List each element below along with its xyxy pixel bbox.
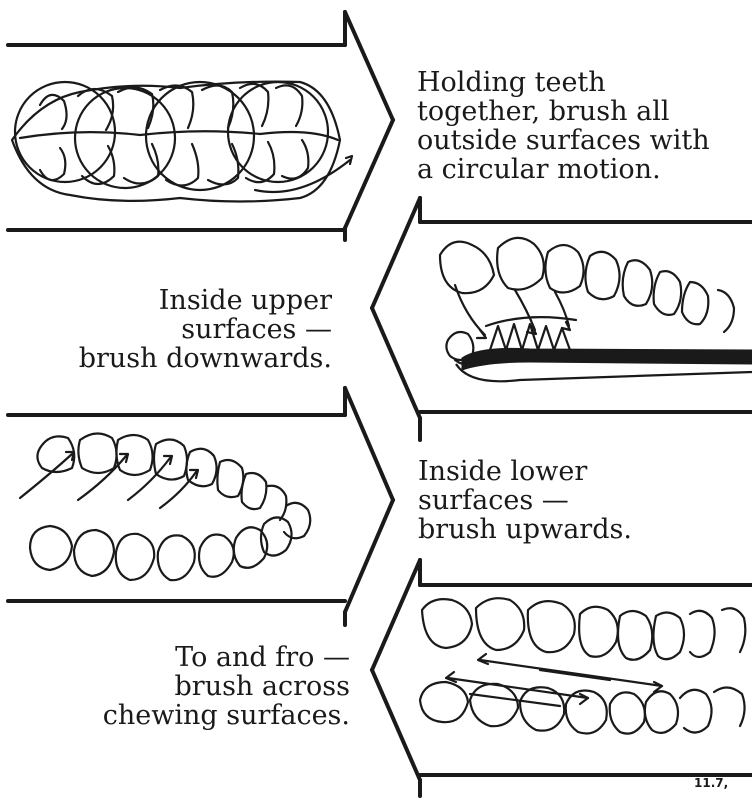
illustration-inside-upper [440, 238, 734, 365]
toothbrush-handle [456, 348, 752, 381]
arrow-right-3 [8, 388, 393, 625]
caption-chewing-surfaces: To and fro — brush across chewing surfac… [40, 643, 350, 730]
arrow-right-1 [8, 12, 393, 240]
arrow-left-4 [372, 560, 752, 796]
caption-outside-surfaces: Holding teeth together, brush all outsid… [417, 68, 737, 184]
caption-inside-lower: Inside lower surfaces — brush upwards. [418, 457, 718, 544]
illustration-chewing-surfaces [420, 598, 745, 733]
figure-code: 11.7, [694, 776, 728, 790]
illustration-inside-lower [20, 433, 310, 580]
illustration-outside-surfaces [12, 82, 352, 202]
caption-inside-upper: Inside upper surfaces — brush downwards. [40, 286, 332, 373]
